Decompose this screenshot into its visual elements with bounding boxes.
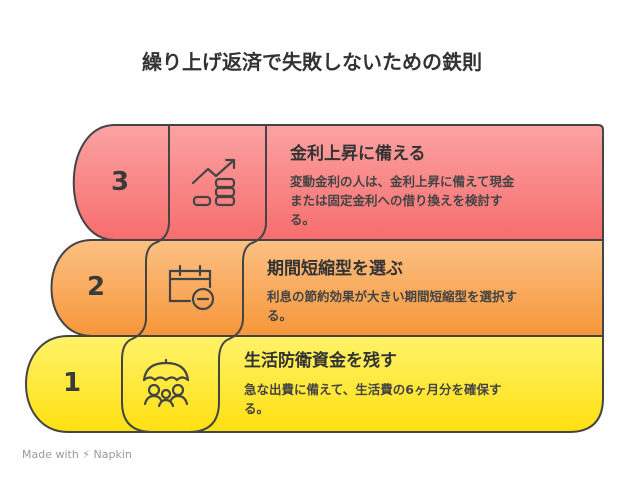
step-1-description: 急な出費に備えて、生活費の6ヶ月分を確保す る。 <box>244 380 501 418</box>
desc-line: 利息の節約効果が大きい期間短縮型を選択す <box>267 289 518 304</box>
chart-up-coins-icon <box>191 158 236 207</box>
step-1-title: 生活防衛資金を残す <box>244 351 397 371</box>
step-1-band <box>25 335 604 433</box>
desc-line: 急な出費に備えて、生活費の6ヶ月分を確保す <box>244 382 502 397</box>
desc-line: または固定金利への借り換えを検討す <box>290 193 503 208</box>
desc-line: る。 <box>290 212 316 227</box>
page-title: 繰り上げ返済で失敗しないための鉄則 <box>142 50 482 74</box>
tab-right-outline <box>188 125 267 433</box>
step-3-band <box>72 124 604 241</box>
step-1-number: 1 <box>62 368 82 398</box>
desc-line: る。 <box>267 308 293 323</box>
step-2-number: 2 <box>86 272 106 302</box>
step-3-title: 金利上昇に備える <box>290 144 426 164</box>
tab-left-outline <box>121 125 170 433</box>
desc-line: 変動金利の人は、金利上昇に備えて現金 <box>290 174 515 189</box>
calendar-minus-icon <box>168 264 215 311</box>
desc-line: る。 <box>244 401 270 416</box>
napkin-credit: Made with ⚡ Napkin <box>22 448 132 461</box>
step-3-description: 変動金利の人は、金利上昇に備えて現金 または固定金利への借り換えを検討す る。 <box>290 172 514 229</box>
step-3-number: 3 <box>110 167 130 197</box>
umbrella-family-icon <box>142 358 190 408</box>
step-2-title: 期間短縮型を選ぶ <box>267 259 403 279</box>
step-2-description: 利息の節約効果が大きい期間短縮型を選択す る。 <box>267 287 517 325</box>
